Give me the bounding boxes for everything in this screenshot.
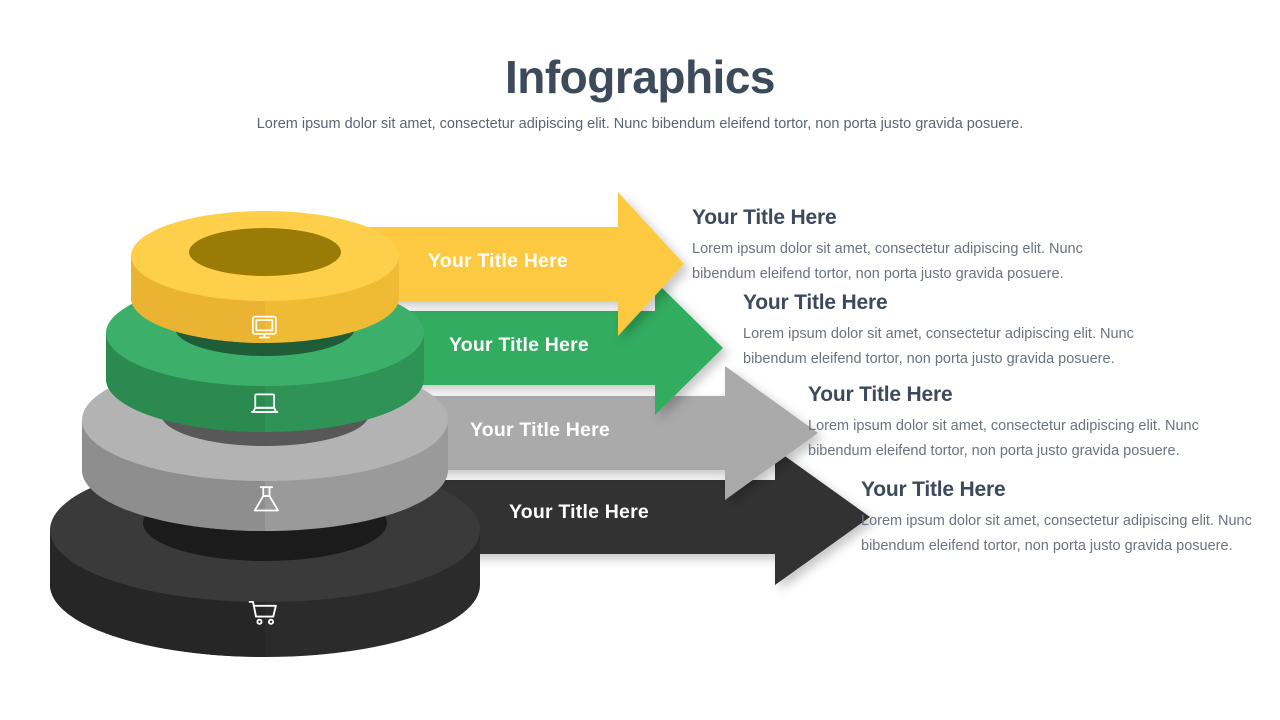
info-block-1-description: Lorem ipsum dolor sit amet, consectetur …	[692, 241, 1083, 282]
arrow-label-3: Your Title Here	[470, 419, 610, 441]
monitor-icon	[251, 315, 277, 339]
header: Infographics Lorem ipsum dolor sit amet,…	[0, 52, 1280, 133]
info-block-1-title: Your Title Here	[692, 206, 837, 229]
laptop-icon	[251, 393, 279, 413]
info-block-4: Your Title Here Lorem ipsum dolor sit am…	[861, 478, 1280, 559]
info-block-4-title: Your Title Here	[861, 478, 1006, 501]
flask-icon	[253, 486, 279, 512]
page-title: Infographics	[504, 51, 776, 103]
arrow-label-2: Your Title Here	[449, 334, 589, 356]
info-block-2-title: Your Title Here	[743, 291, 888, 314]
arrow-label-4: Your Title Here	[509, 501, 649, 523]
info-block-3-title: Your Title Here	[808, 383, 953, 406]
cart-icon	[248, 600, 277, 625]
info-block-1: Your Title Here Lorem ipsum dolor sit am…	[692, 206, 1112, 287]
arrow-label-1: Your Title Here	[428, 250, 568, 272]
yellow-ring[interactable]	[131, 211, 399, 343]
info-block-3-description: Lorem ipsum dolor sit amet, consectetur …	[808, 418, 1199, 459]
info-block-3: Your Title Here Lorem ipsum dolor sit am…	[808, 383, 1228, 464]
info-block-4-description: Lorem ipsum dolor sit amet, consectetur …	[861, 513, 1252, 554]
info-block-2: Your Title Here Lorem ipsum dolor sit am…	[743, 291, 1163, 372]
page-subtitle: Lorem ipsum dolor sit amet, consectetur …	[256, 115, 1024, 132]
info-block-2-description: Lorem ipsum dolor sit amet, consectetur …	[743, 326, 1134, 367]
